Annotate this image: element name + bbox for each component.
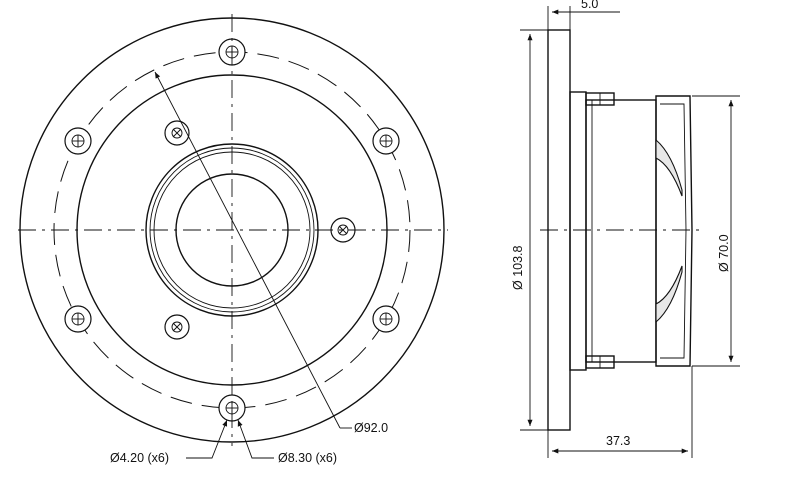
flange-diameter-label: Ø 103.8 — [511, 245, 525, 290]
terminal-tab — [585, 92, 615, 106]
faceplate-screw — [164, 120, 190, 146]
mounting-hole — [64, 127, 92, 155]
hole-large-leader — [237, 419, 274, 459]
flange-thickness-label: 5.0 — [581, 0, 598, 11]
waveguide-body — [655, 95, 693, 367]
mounting-ring — [569, 91, 587, 371]
body-diameter-label: Ø 70.0 — [717, 234, 731, 272]
mounting-hole — [372, 127, 400, 155]
horn-lobe — [655, 138, 683, 197]
horn-lobe — [655, 265, 683, 324]
bolt-circle-label: Ø92.0 — [354, 421, 388, 435]
faceplate-screw — [164, 314, 190, 340]
magnet-body — [585, 99, 657, 363]
diameter-leader — [154, 71, 341, 429]
front-view: Ø92.0 Ø4.20 (x6) Ø8.30 (x6) — [18, 14, 448, 465]
mounting-hole — [64, 305, 92, 333]
depth-label: 37.3 — [606, 434, 630, 448]
mounting-hole — [372, 305, 400, 333]
hole-small-leader — [186, 419, 228, 459]
side-view: Ø 103.8 Ø 70.0 5.0 37.3 — [511, 0, 740, 458]
hole-small-label: Ø4.20 (x6) — [110, 451, 169, 465]
hole-large-label: Ø8.30 (x6) — [278, 451, 337, 465]
